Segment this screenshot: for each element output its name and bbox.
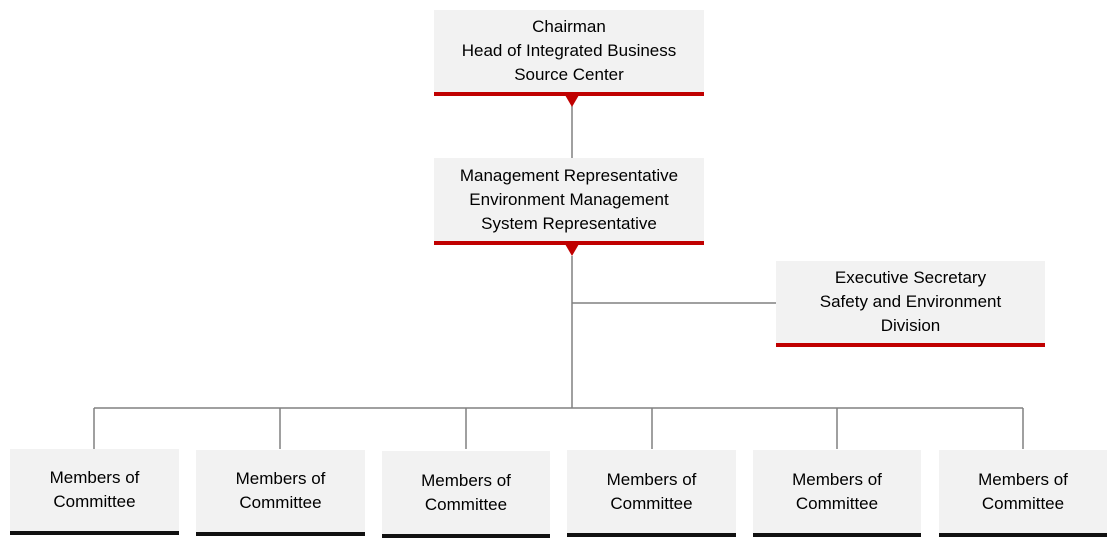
chairman-line-2: Head of Integrated Business	[461, 41, 677, 60]
member-line-1: Members of	[606, 469, 697, 489]
member-line-2: Committee	[610, 493, 693, 513]
member-line-2: Committee	[795, 493, 879, 513]
management-rep-line-2: Environment Management	[469, 189, 669, 209]
member-line-1: Members of	[235, 469, 326, 488]
management-rep-box: Management Representative Environment Ma…	[434, 158, 704, 245]
executive-secretary-line-3: Division	[880, 316, 941, 335]
executive-secretary-box: Executive Secretary Safety and Environme…	[776, 261, 1045, 347]
executive-secretary-line-2: Safety and Environment	[819, 292, 1002, 311]
member-box: Members of Committee	[939, 450, 1107, 537]
executive-secretary-line-1: Executive Secretary	[834, 268, 987, 287]
member-line-2: Committee	[981, 493, 1065, 513]
member-box: Members of Committee	[753, 450, 921, 537]
member-box: Members of Committee	[196, 450, 365, 536]
chairman-box: Chairman Head of Integrated Business Sou…	[434, 10, 704, 96]
chairman-line-1: Chairman	[532, 17, 606, 36]
member-box: Members of Committee	[567, 450, 736, 537]
member-line-1: Members of	[978, 469, 1068, 489]
member-box: Members of Committee	[10, 449, 179, 535]
management-rep-line-1: Management Representative	[459, 165, 679, 185]
member-line-1: Members of	[49, 468, 140, 487]
member-line-2: Committee	[53, 492, 136, 511]
chairman-line-3: Source Center	[514, 65, 624, 84]
management-rep-pointer-icon	[565, 244, 579, 256]
member-line-1: Members of	[421, 470, 511, 490]
member-box: Members of Committee	[382, 451, 550, 538]
chairman-pointer-icon	[565, 95, 579, 107]
member-line-1: Members of	[792, 469, 882, 489]
member-line-2: Committee	[239, 493, 322, 512]
management-rep-line-3: System Representative	[481, 213, 657, 233]
member-line-2: Committee	[424, 494, 508, 514]
